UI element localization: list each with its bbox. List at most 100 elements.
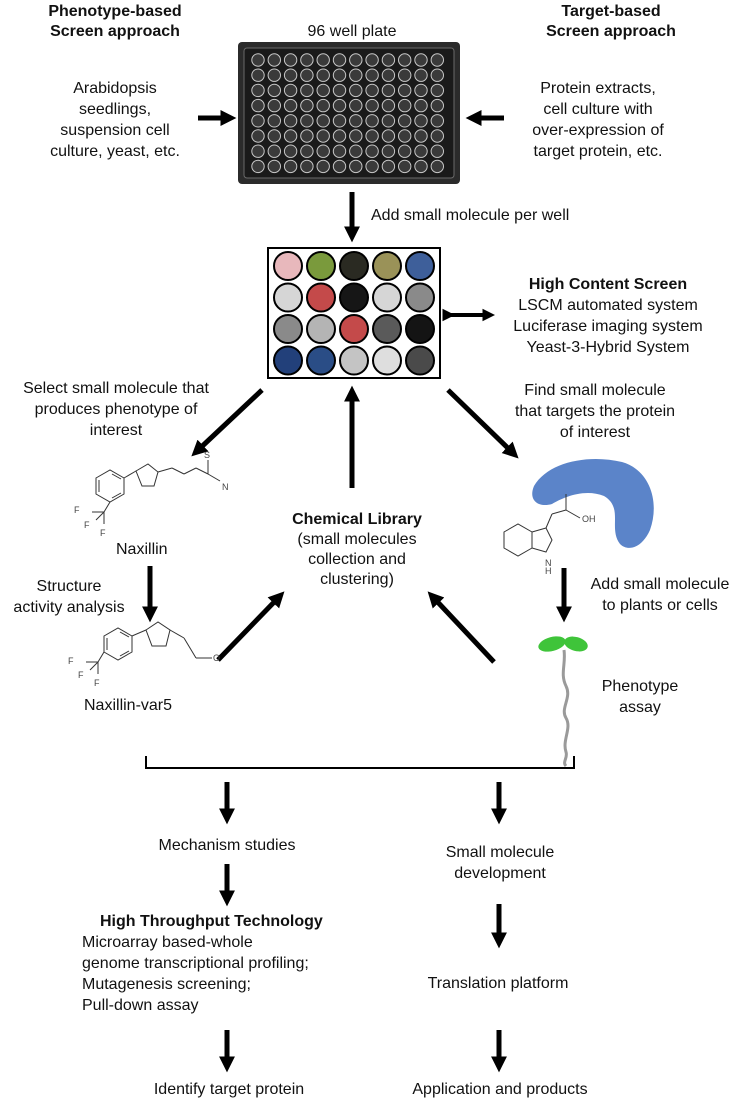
plate-well	[398, 98, 412, 113]
plate-well	[381, 114, 396, 128]
atom-f3: F	[100, 528, 106, 538]
high-content-screen: High Content Screen LSCM automated syste…	[486, 274, 730, 358]
plate-well	[332, 159, 347, 174]
screen-well	[405, 314, 435, 344]
plate-well	[300, 68, 314, 82]
select-phenotype-line: interest	[89, 422, 143, 439]
arrow-grid-to-protein	[446, 388, 519, 459]
plate-well	[300, 114, 314, 128]
plate-well	[430, 83, 444, 98]
target-sample-line: target protein, etc.	[533, 143, 663, 160]
target-sample-line: over-expression of	[532, 122, 664, 139]
phenotype-assay-line: assay	[619, 699, 661, 716]
atom-f1: F	[74, 505, 80, 515]
phenotype-assay-label: Phenotype assay	[590, 676, 690, 718]
plate-well	[251, 159, 265, 174]
plate-well	[332, 129, 347, 143]
atom-f4: F	[68, 656, 74, 666]
select-phenotype-line: produces phenotype of	[34, 401, 198, 418]
chemical-library-desc: clustering)	[320, 571, 394, 588]
target-title-line-1: Target-based	[561, 3, 661, 20]
application-products: Application and products	[412, 1081, 588, 1098]
plate-well	[414, 98, 428, 113]
plate-well	[267, 129, 281, 143]
mechanism-studies: Mechanism studies	[158, 837, 296, 854]
htt-item: Microarray based-whole	[82, 934, 253, 951]
plate-well	[398, 53, 412, 67]
plate-well	[283, 114, 298, 128]
plate-well	[365, 98, 379, 113]
phenotype-sample-line: suspension cell	[60, 122, 170, 139]
hcs-system: Yeast-3-Hybrid System	[526, 339, 690, 356]
structure-activity-line: Structure	[36, 578, 102, 595]
phenotype-sample-line: culture, yeast, etc.	[50, 143, 180, 160]
plate-well	[365, 144, 379, 158]
plate-well	[349, 144, 363, 158]
plate-well	[381, 53, 396, 67]
plate-well	[283, 98, 298, 113]
plate-well	[332, 98, 347, 113]
atom-s: S	[204, 450, 211, 460]
plate-well	[381, 159, 396, 174]
plate-well	[349, 129, 363, 143]
indole-structure	[503, 494, 581, 557]
plate-well	[430, 114, 444, 128]
structure-activity-line: activity analysis	[13, 599, 125, 616]
plate-well	[381, 98, 396, 113]
plate-well	[365, 53, 379, 67]
plate-well	[316, 83, 330, 98]
phenotype-sample-line: seedlings,	[78, 101, 152, 118]
naxillin-structure	[92, 460, 221, 524]
arrow-seedling-to-library	[427, 591, 496, 664]
plate-well	[365, 129, 379, 143]
plate-well	[267, 68, 281, 82]
plate-well	[414, 53, 428, 67]
plate-well	[283, 129, 298, 143]
screen-well	[306, 282, 336, 313]
plate-well	[300, 159, 314, 174]
plate-well	[316, 159, 330, 174]
plate-well	[316, 53, 330, 67]
sm-development: Small molecule development	[400, 842, 600, 884]
plate-well	[365, 159, 379, 174]
plate-well	[267, 159, 281, 174]
select-phenotype-label: Select small molecule that produces phen…	[0, 378, 232, 441]
phenotype-sample-line: Arabidopsis	[73, 80, 157, 97]
structure-activity-label: Structure activity analysis	[4, 576, 134, 618]
screen-well	[405, 282, 435, 313]
plate-well	[283, 144, 298, 158]
target-sample-line: Protein extracts,	[540, 80, 656, 97]
screen-well	[273, 251, 303, 281]
target-title-line-2: Screen approach	[546, 23, 676, 40]
atom-n-indole: N	[545, 558, 552, 568]
translation-platform: Translation platform	[427, 975, 569, 992]
atom-o: O	[213, 653, 221, 663]
plate-well	[251, 83, 265, 98]
plate-well	[283, 159, 298, 174]
plate-well	[283, 68, 298, 82]
phenotype-title-line-2: Screen approach	[50, 23, 180, 40]
htt-item: Pull-down assay	[82, 997, 199, 1014]
identify-target: Identify target protein	[153, 1081, 305, 1098]
naxillin-var5-label: Naxillin-var5	[84, 697, 173, 714]
plate-well	[430, 98, 444, 113]
plate-well	[332, 114, 347, 128]
plate-well	[430, 53, 444, 67]
atom-h-indole: H	[545, 566, 552, 576]
plate-well	[414, 114, 428, 128]
plate-well	[251, 144, 265, 158]
plate-well	[349, 159, 363, 174]
plate-well	[414, 68, 428, 82]
atom-n: N	[222, 482, 229, 492]
plate-well	[316, 98, 330, 113]
plate-well	[300, 98, 314, 113]
add-molecule-label: Add small molecule per well	[371, 207, 570, 224]
plate-well	[251, 98, 265, 113]
htt-item: Mutagenesis screening;	[82, 976, 251, 993]
seedling-image	[538, 636, 588, 768]
plate-well	[349, 98, 363, 113]
sm-development-line: Small molecule	[445, 844, 555, 861]
arrow-grid-to-naxillin	[191, 388, 264, 457]
screen-well	[372, 251, 402, 281]
phenotype-assay-line: Phenotype	[601, 678, 679, 695]
